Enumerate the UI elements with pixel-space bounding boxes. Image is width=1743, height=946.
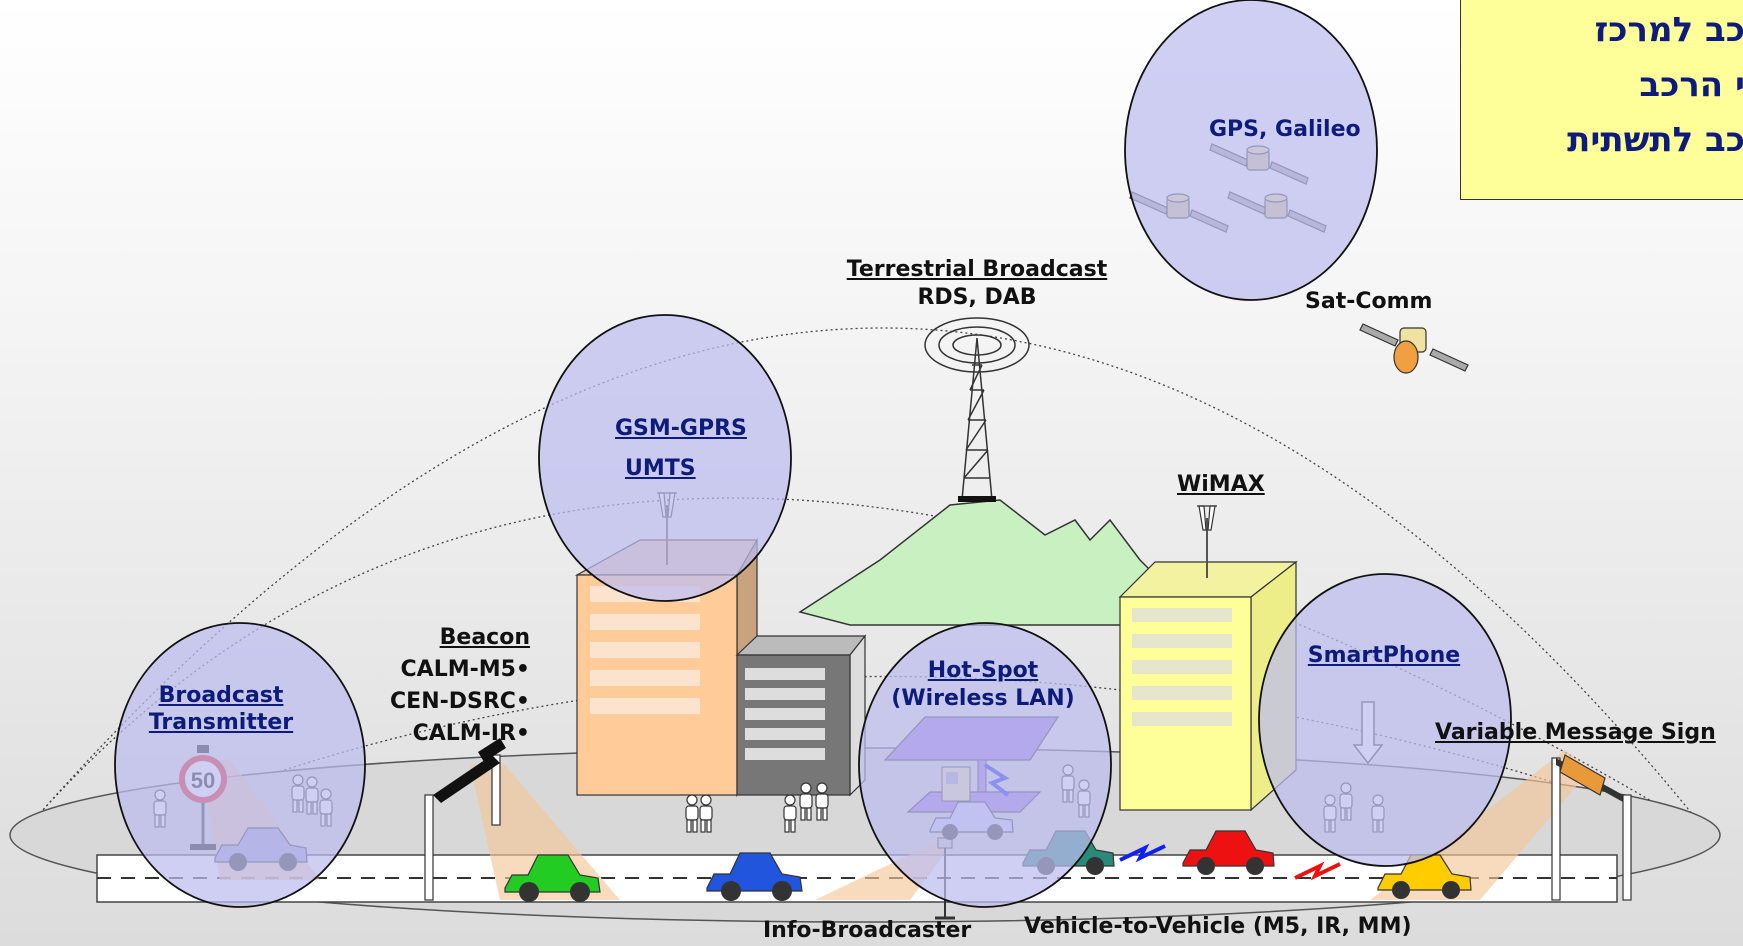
bubble-gps-galileo (1124, 0, 1378, 301)
broadcast-tower (924, 317, 1030, 502)
car-yellow (1377, 854, 1472, 899)
label-rds-dab: RDS, DAB (917, 285, 1037, 310)
label-smartphone: SmartPhone (1307, 643, 1461, 668)
car-blue (706, 852, 803, 901)
label-umts: UMTS (625, 456, 696, 481)
variable-message-sign (1551, 754, 1632, 901)
hebrew-caption-box: כב למרכז י הרכב כב לתשתית (1460, 0, 1743, 200)
hebrew-line-1: כב למרכז (1594, 10, 1743, 50)
bubble-smartphone (1258, 573, 1512, 867)
hebrew-line-2: י הרכב (1639, 65, 1743, 105)
building-gray (735, 634, 867, 797)
label-gps-galileo: GPS, Galileo (1209, 117, 1361, 142)
label-beacon-item-1: CALM-M5• (400, 657, 530, 682)
car-red (1182, 830, 1275, 875)
label-sat-comm: Sat-Comm (1305, 289, 1433, 314)
beacon-beam (470, 765, 620, 900)
label-wireless-lan: (Wireless LAN) (891, 686, 1075, 711)
label-gsm-gprs: GSM-GPRS (615, 416, 747, 441)
car-green (504, 854, 601, 902)
label-vehicle-to-vehicle: Vehicle-to-Vehicle (M5, IR, MM) (1024, 914, 1412, 939)
label-beacon-item-3: CALM-IR• (412, 721, 530, 746)
v2v-signal-red-icon (1294, 861, 1341, 881)
bubble-broadcast-transmitter (114, 622, 366, 908)
label-beacon-item-2: CEN-DSRC• (390, 689, 530, 714)
label-terrestrial-broadcast: Terrestrial Broadcast (846, 257, 1108, 282)
label-broadcast-line1: Broadcast (158, 683, 284, 708)
hebrew-line-3: כב לתשתית (1567, 120, 1743, 160)
v2v-signal-blue-icon (1119, 843, 1166, 863)
label-info-broadcaster: Info-Broadcaster (763, 918, 972, 943)
label-broadcast-line2: Transmitter (148, 710, 294, 735)
bubble-hotspot (858, 622, 1112, 908)
beacon-gantry (424, 738, 506, 901)
label-variable-message-sign: Variable Message Sign (1435, 720, 1716, 745)
label-wimax: WiMAX (1177, 472, 1265, 497)
coverage-arc-satellite (19, 327, 1711, 837)
label-hotspot: Hot-Spot (927, 658, 1039, 683)
satellite-satcomm-icon (1359, 323, 1469, 374)
bubble-gsm-umts (538, 314, 792, 602)
label-beacon: Beacon (439, 625, 530, 650)
